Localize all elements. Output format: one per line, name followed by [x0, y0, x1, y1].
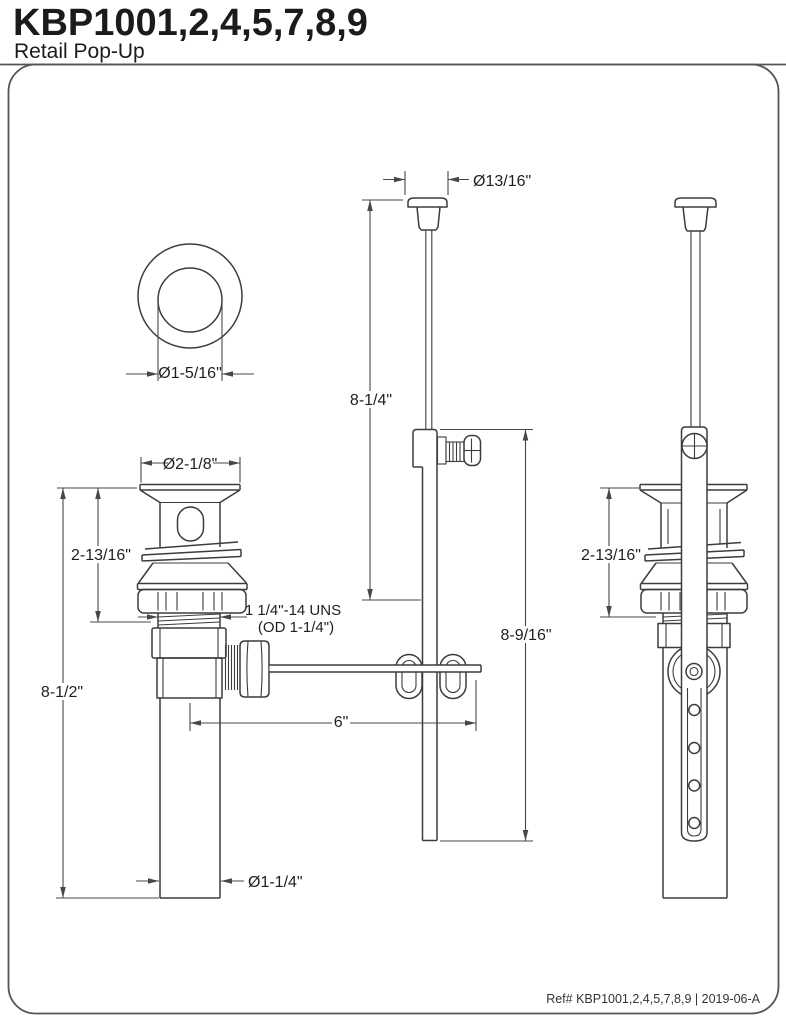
page-title: KBP1001,2,4,5,7,8,9 [13, 2, 368, 44]
lift-rod-knob-front [407, 197, 448, 430]
dim-body-height-front: 2-13/16" [71, 547, 131, 564]
dim-overall-height: 8-1/2" [41, 684, 83, 701]
page-subtitle: Retail Pop-Up [14, 40, 145, 63]
dim-overall-height-group: 8-1/2" [37, 488, 159, 899]
dim-lift-rod-height: 8-1/4" [350, 392, 392, 409]
ball-pivot [685, 662, 703, 681]
dim-pivot-drop: 8-9/16" [500, 627, 551, 644]
dim-knob-od-group: Ø13/16" [383, 171, 531, 195]
dim-flange-od-group: Ø2-1/8" [140, 456, 241, 483]
drawing-border [0, 63, 786, 1015]
dim-ball-rod-length: 6" [334, 714, 349, 731]
dim-lift-rod-height-group: 8-1/4" [346, 199, 421, 601]
thread-note-group: 1 1/4"-14 UNS (OD 1-1/4") [138, 602, 341, 636]
tailpiece-front [151, 627, 227, 899]
dim-body-height-side: 2-13/16" [581, 547, 641, 564]
clevis-strap-side [680, 426, 708, 842]
footer-ref: Ref# KBP1001,2,4,5,7,8,9 | 2019-06-A [546, 992, 760, 1006]
thread-note-line1: 1 1/4"-14 UNS [245, 602, 341, 619]
strap-hole [688, 741, 701, 755]
drain-body-front [136, 483, 248, 628]
strap-hole [688, 779, 701, 792]
rod-clamp-front [412, 428, 482, 842]
ball-rod-assembly-front [224, 640, 482, 700]
side-view: 2-13/16" [581, 197, 749, 899]
strap-hole [688, 703, 701, 717]
dim-body-height-front-group: 2-13/16" [57, 487, 151, 623]
dim-flange-od: Ø2-1/8" [163, 456, 218, 473]
thread-note-line2: (OD 1-1/4") [258, 619, 334, 636]
dim-body-height-side-group: 2-13/16" [581, 487, 656, 618]
dim-pivot-drop-group: 8-9/16" [440, 428, 556, 842]
dim-tailpiece-od-group: Ø1-1/4" [136, 874, 303, 891]
strap-hole [688, 816, 701, 830]
lift-rod-knob-side [674, 197, 717, 427]
top-view-faceplate: Ø1-5/16" [126, 243, 254, 382]
dim-ball-rod-length-group: 6" [189, 680, 477, 731]
dim-faceplate-od: Ø1-5/16" [158, 365, 222, 382]
dim-tailpiece-od: Ø1-1/4" [248, 874, 303, 891]
dim-knob-od: Ø13/16" [473, 173, 531, 190]
front-view: Ø13/16" 8-1/4" [37, 171, 556, 899]
